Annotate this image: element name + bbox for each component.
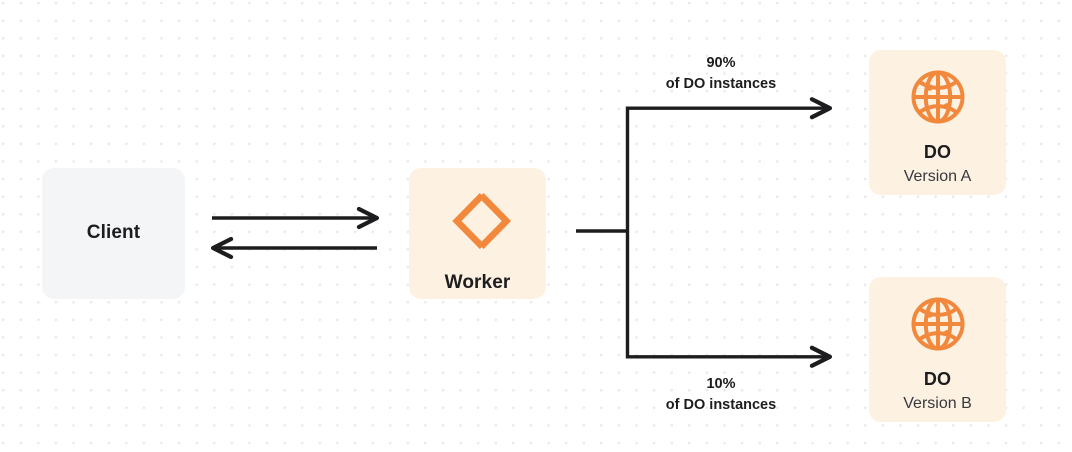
cloudflare-workers-icon xyxy=(445,188,511,254)
globe-icon xyxy=(907,66,969,128)
node-do-b-label: DO xyxy=(923,369,952,389)
node-client-label: Client xyxy=(86,222,141,244)
node-do-version-a[interactable]: DO Version A xyxy=(869,50,1006,195)
edge-label-10-percent: 10% of DO instances xyxy=(627,374,815,416)
node-client[interactable]: Client xyxy=(42,168,185,299)
edge-label-detail: of DO instances xyxy=(665,397,777,414)
node-do-a-version: Version A xyxy=(903,167,972,185)
node-do-a-label: DO xyxy=(923,142,952,162)
edge-label-90-percent: 90% of DO instances xyxy=(627,53,815,95)
node-do-b-version: Version B xyxy=(903,394,972,412)
edge-label-detail: of DO instances xyxy=(665,76,777,93)
edge-label-percent: 10% xyxy=(706,376,736,392)
edge-label-percent: 90% xyxy=(706,55,736,71)
node-worker[interactable]: Worker xyxy=(409,168,546,299)
globe-icon xyxy=(907,293,969,355)
node-do-version-b[interactable]: DO Version B xyxy=(869,277,1006,422)
node-worker-label: Worker xyxy=(444,272,511,293)
